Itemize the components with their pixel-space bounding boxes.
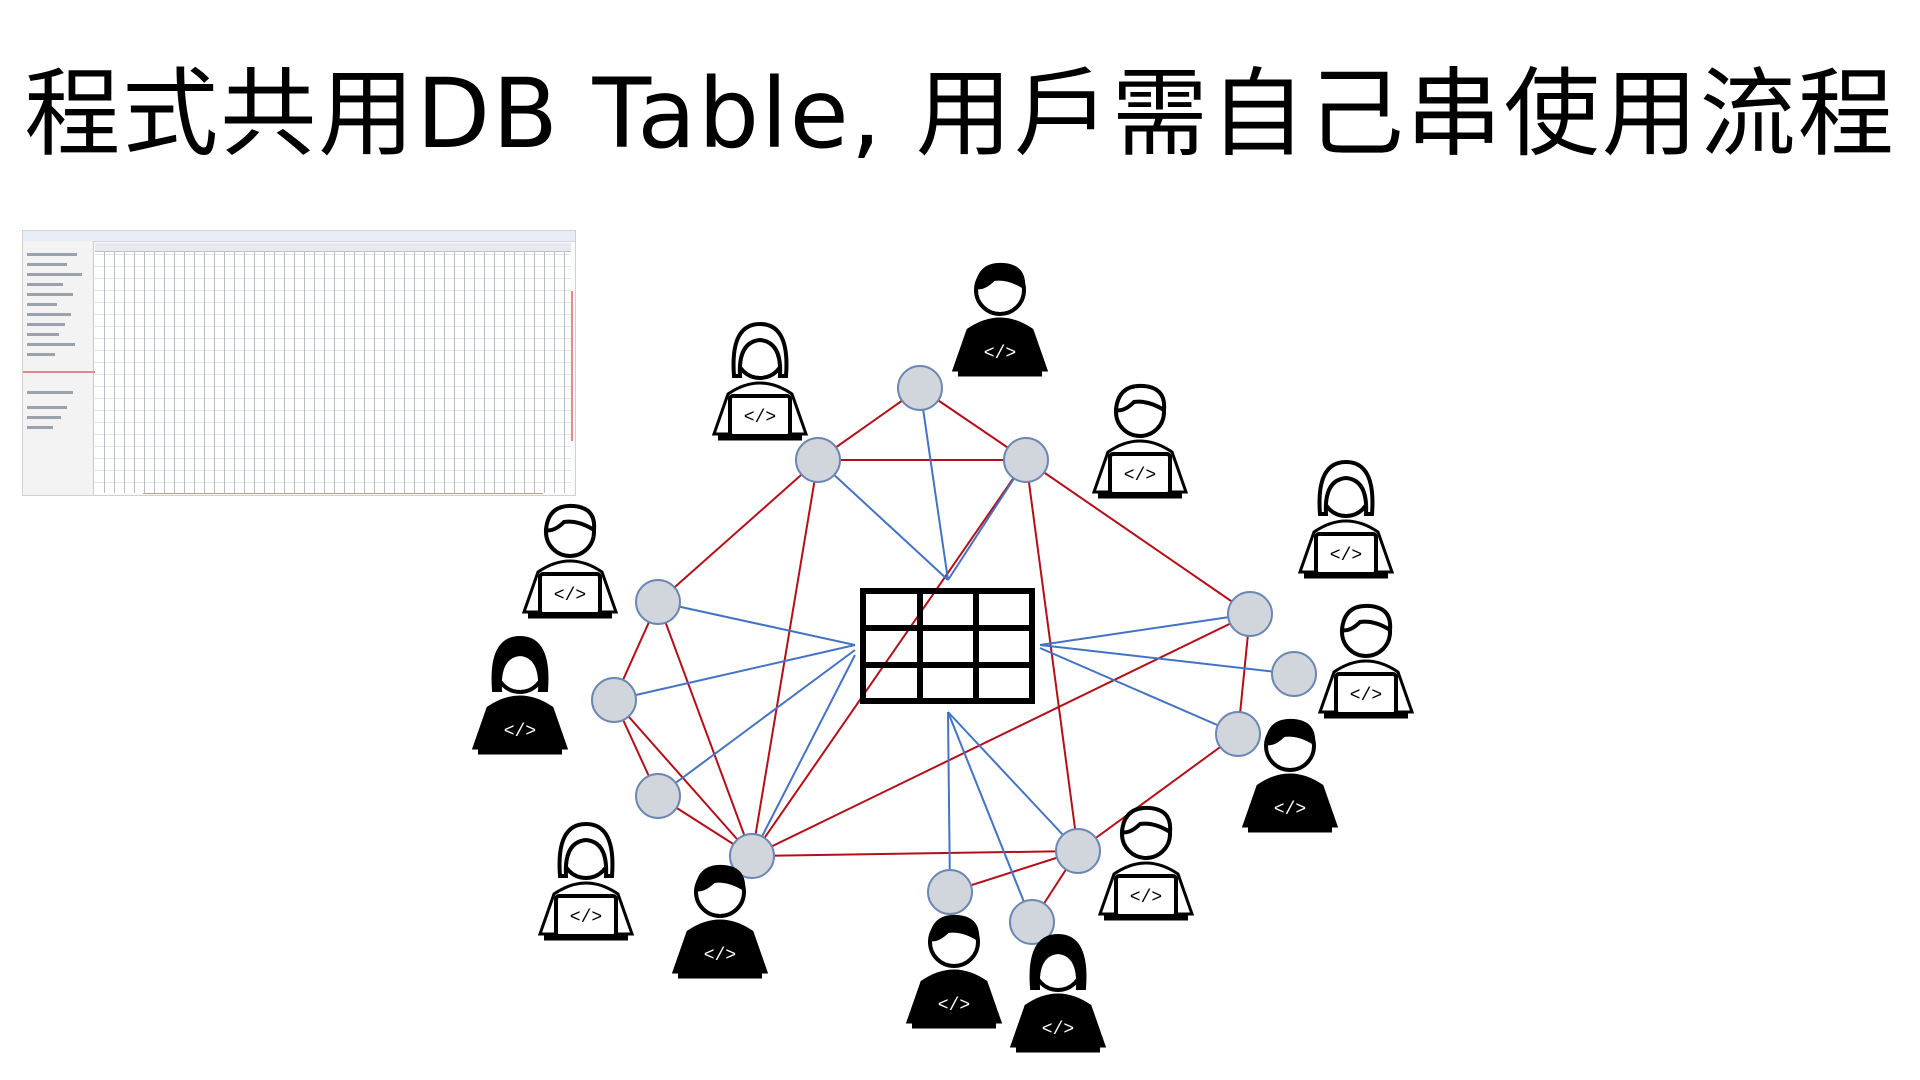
developer-laptop-icon: </> [1317,603,1415,719]
developer-laptop-icon: </> [521,503,619,619]
svg-text:</>: </> [504,722,536,742]
network-node [591,677,637,723]
network-node [635,773,681,819]
developer-laptop-icon: </> [1297,459,1395,579]
db-tool-screenshot [22,230,576,496]
svg-text:</>: </> [704,946,736,966]
svg-text:</>: </> [570,908,602,928]
svg-text:</>: </> [744,408,776,428]
developer-laptop-icon: </> [1009,933,1107,1053]
svg-text:</>: </> [554,586,586,606]
svg-text:</>: </> [1124,466,1156,486]
network-node [1271,651,1317,697]
svg-text:</>: </> [1350,686,1382,706]
developer-laptop-icon: </> [905,914,1003,1029]
network-nodes [591,365,1317,945]
network-node [1227,591,1273,637]
network-node [1055,828,1101,874]
network-node [635,579,681,625]
developer-laptop-icon: </> [1091,383,1189,499]
network-node [897,365,943,411]
network-node [795,437,841,483]
developer-laptop-icon: </> [537,821,635,941]
svg-text:</>: </> [938,996,970,1016]
users: </> </> </> </> [471,262,1415,1053]
network-node [1215,711,1261,757]
svg-text:</>: </> [1130,888,1162,908]
svg-text:</>: </> [1042,1020,1074,1040]
developer-laptop-icon: </> [951,262,1049,377]
developer-laptop-icon: </> [471,635,569,755]
network-node [1009,899,1055,945]
network-node [927,869,973,915]
blue-links [613,387,1295,923]
developer-laptop-icon: </> [1097,805,1195,921]
svg-text:</>: </> [1274,800,1306,820]
svg-text:</>: </> [1330,546,1362,566]
developer-laptop-icon: </> [1241,718,1339,833]
svg-text:</>: </> [984,344,1016,364]
network-node [1003,437,1049,483]
table-grid-icon [860,588,1035,704]
network-node [729,833,775,879]
slide-title: 程式共用DB Table, 用戶需自己串使用流程 [24,58,1896,170]
developer-laptop-icon: </> [711,321,809,441]
developer-laptop-icon: </> [671,864,769,979]
